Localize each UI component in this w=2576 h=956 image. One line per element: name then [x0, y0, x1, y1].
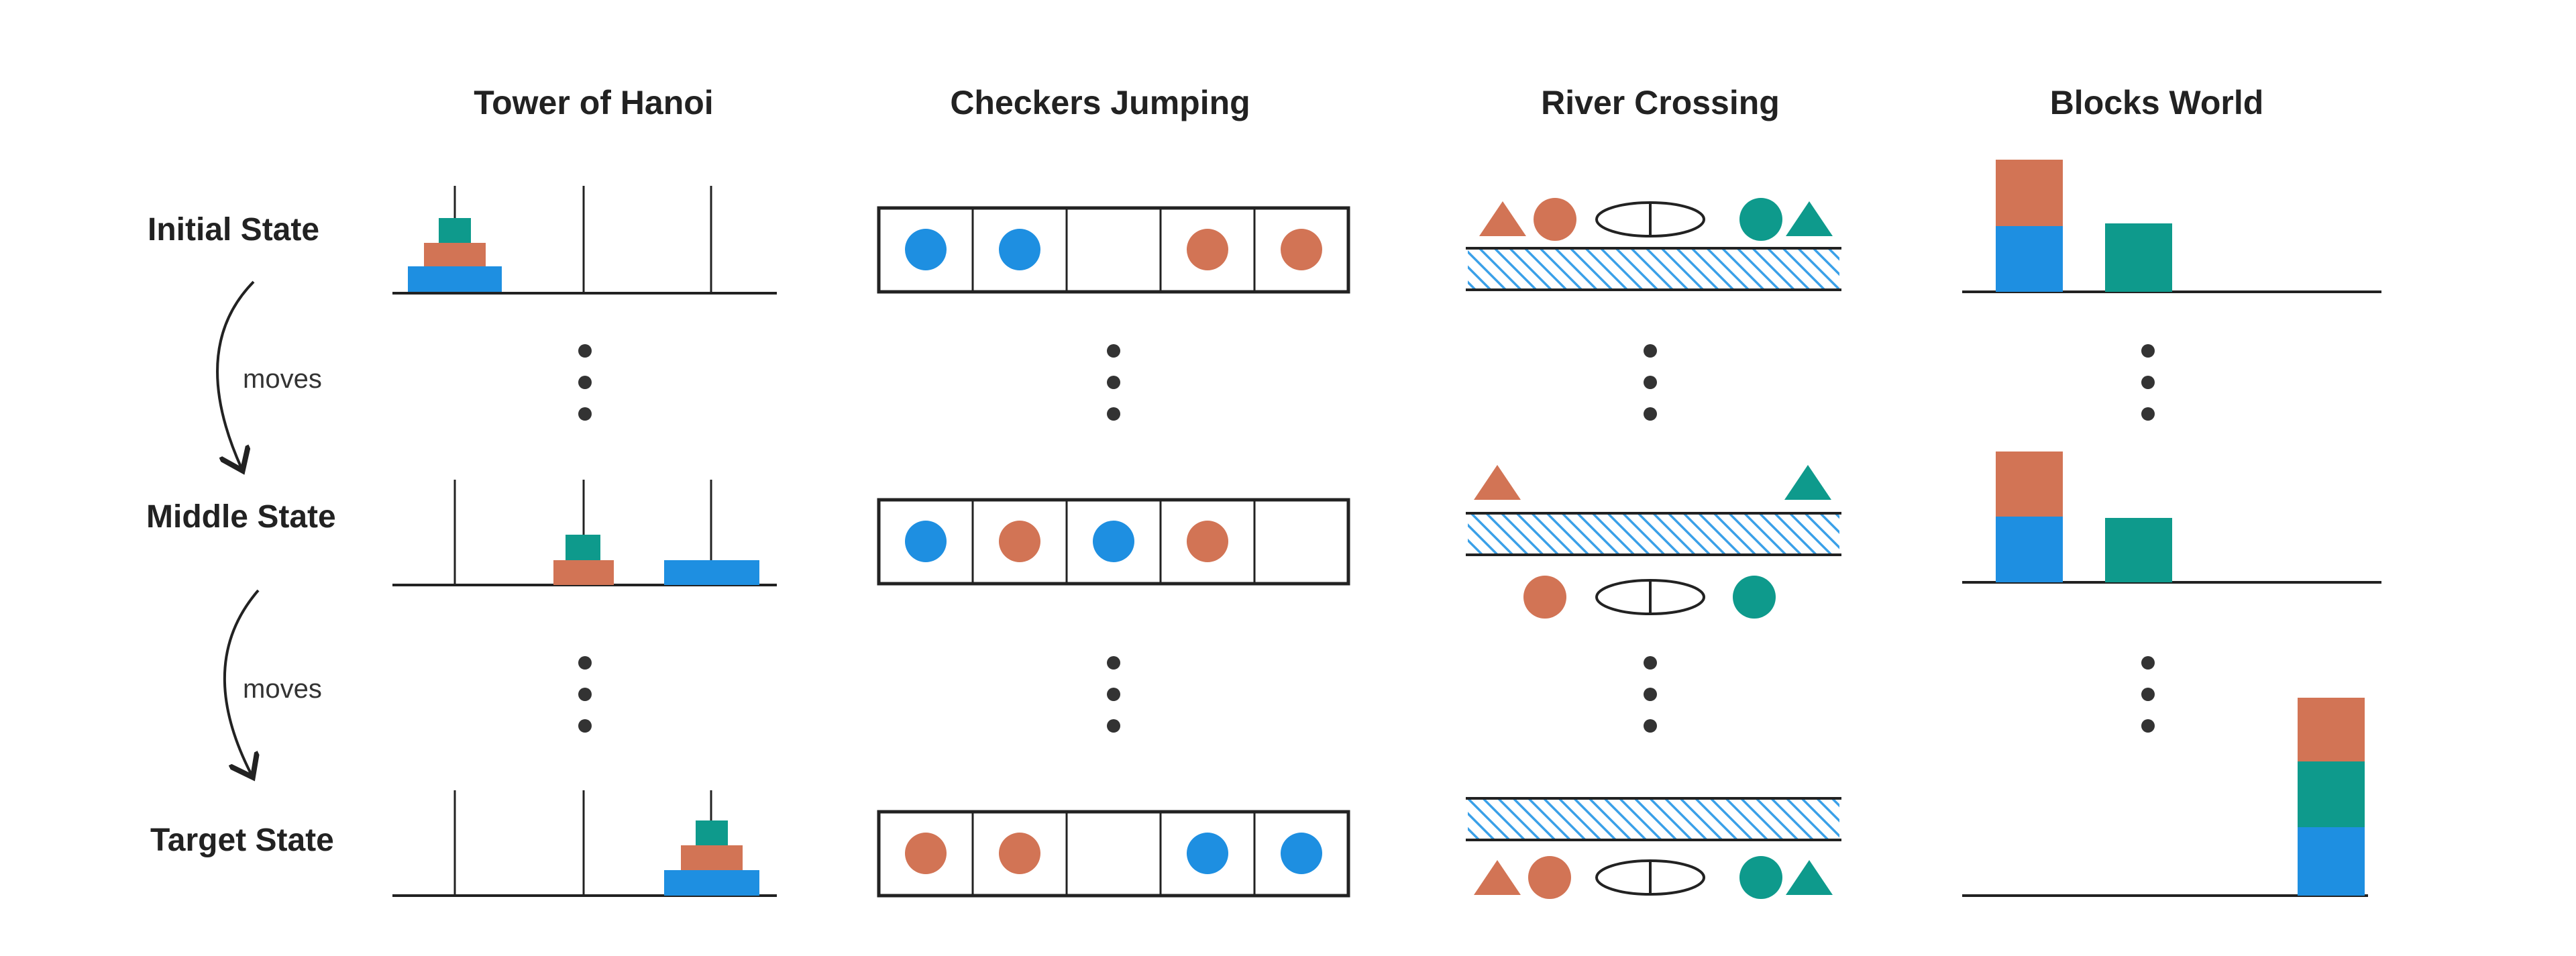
curved-arrow	[223, 589, 258, 775]
block-orange	[2298, 698, 2365, 761]
blocks-initial	[1962, 160, 2381, 293]
checker-orange	[905, 833, 947, 874]
circle-teal	[1739, 856, 1782, 899]
checker-blue	[1187, 833, 1228, 874]
blocks-middle	[1962, 452, 2381, 584]
block-blue	[1996, 517, 2063, 582]
disk-large	[664, 560, 759, 585]
disk-large	[664, 870, 759, 896]
block-orange	[1996, 160, 2063, 226]
block-teal	[2105, 223, 2172, 292]
circle-teal	[1739, 198, 1782, 241]
disk-large	[408, 266, 502, 292]
blocks-target	[1962, 698, 2368, 897]
block-blue	[1996, 226, 2063, 292]
disk-small	[696, 820, 728, 845]
river-water	[1468, 250, 1839, 288]
block-orange	[1996, 452, 2063, 517]
checker-orange	[1187, 521, 1228, 562]
river-middle	[1466, 465, 1841, 619]
disk-medium	[424, 243, 486, 266]
checker-blue	[905, 229, 947, 270]
checker-orange	[1187, 229, 1228, 270]
column-title-river-crossing: River Crossing	[1541, 84, 1780, 121]
disk-medium	[681, 845, 743, 870]
river-target	[1466, 797, 1841, 899]
checker-blue	[905, 521, 947, 562]
river-initial	[1466, 198, 1841, 291]
checkers-initial	[877, 206, 1350, 294]
curved-arrow	[216, 280, 255, 468]
moves-arrow-1: moves	[216, 280, 322, 468]
checkers-target	[877, 810, 1350, 898]
checker-orange	[999, 833, 1040, 874]
column-title-tower-of-hanoi: Tower of Hanoi	[474, 84, 713, 121]
circle-teal	[1733, 576, 1776, 619]
row-label-middle-state: Middle State	[146, 499, 336, 535]
triangle-teal	[1786, 860, 1833, 895]
river-water	[1468, 515, 1839, 553]
disk-small	[566, 535, 600, 560]
circle-orange	[1523, 576, 1566, 619]
disk-small	[439, 218, 471, 243]
triangle-teal	[1784, 465, 1831, 500]
column-title-blocks-world: Blocks World	[2050, 84, 2264, 121]
ellipsis-dots	[578, 344, 2155, 733]
triangle-orange	[1474, 465, 1521, 500]
block-teal	[2298, 761, 2365, 827]
checker-blue	[1093, 521, 1134, 562]
hanoi-middle	[392, 480, 777, 586]
triangle-orange	[1479, 201, 1526, 236]
moves-arrow-2: moves	[223, 589, 322, 775]
boat-icon	[1595, 579, 1705, 615]
moves-label: moves	[243, 364, 322, 394]
boat-icon	[1595, 859, 1705, 896]
triangle-teal	[1786, 201, 1833, 236]
moves-label: moves	[243, 674, 322, 704]
hanoi-initial	[392, 186, 777, 295]
boat-icon	[1595, 201, 1705, 237]
row-label-initial-state: Initial State	[148, 212, 319, 248]
triangle-orange	[1474, 860, 1521, 895]
checkers-middle	[877, 498, 1350, 586]
column-title-checkers-jumping: Checkers Jumping	[950, 84, 1250, 121]
hanoi-target	[392, 790, 777, 897]
row-label-target-state: Target State	[150, 822, 334, 858]
checker-blue	[1281, 833, 1322, 874]
block-teal	[2105, 518, 2172, 582]
block-blue	[2298, 827, 2365, 896]
circle-orange	[1534, 198, 1576, 241]
checker-orange	[999, 521, 1040, 562]
river-water	[1468, 800, 1839, 839]
circle-orange	[1528, 856, 1571, 899]
checker-blue	[999, 229, 1040, 270]
disk-medium	[553, 560, 614, 585]
checker-orange	[1281, 229, 1322, 270]
